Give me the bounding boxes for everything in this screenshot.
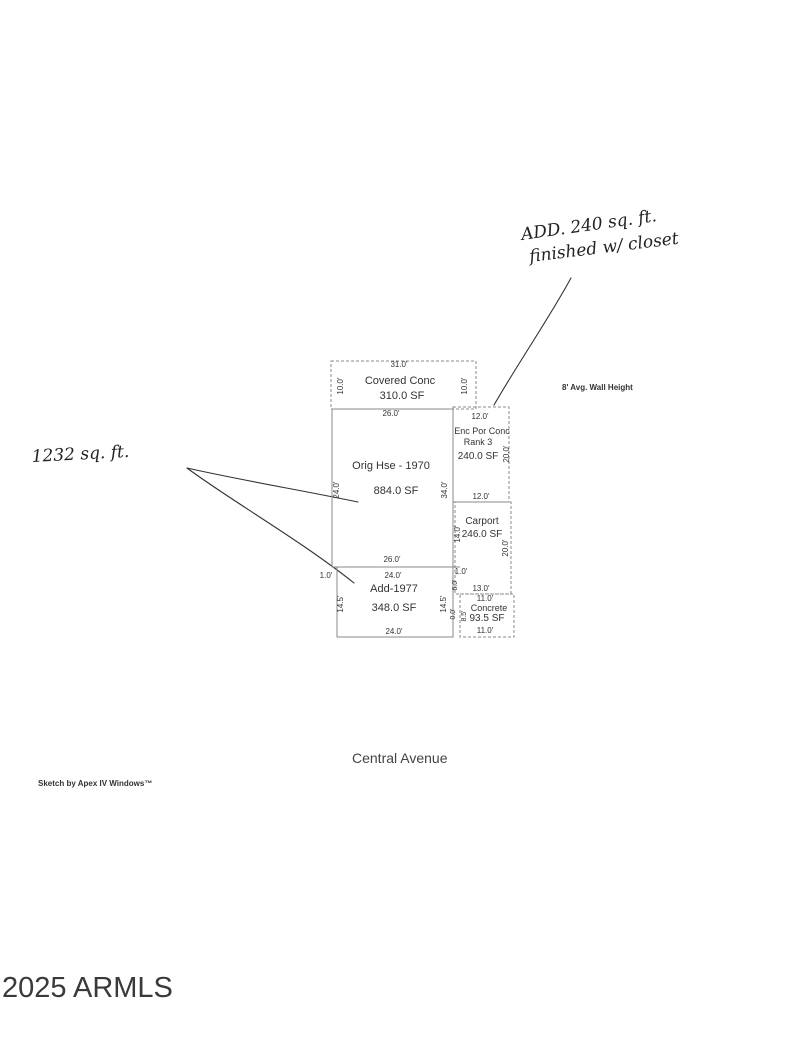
area-carport: Carport 246.0 SF 14.0' 20.0' 1.0' 13.0'	[453, 501, 512, 595]
orig-hse-name: Orig Hse - 1970	[352, 460, 430, 472]
carport-name: Carport	[465, 516, 499, 527]
add-1977-dim-left: 14.5'	[336, 595, 345, 613]
concrete-dim-top: 11.0'	[477, 594, 494, 603]
carport-dim-left: 14.0'	[453, 525, 462, 543]
covered-conc-dim-right: 10.0'	[460, 377, 469, 395]
orig-hse-dim-top: 26.0'	[382, 409, 400, 418]
covered-conc-dim-top: 31.0'	[390, 360, 408, 369]
covered-conc-area: 310.0 SF	[380, 390, 425, 402]
concrete-dim-small: 0.0'	[450, 608, 457, 619]
concrete-dim-side: 6.0'	[452, 579, 459, 590]
sketch-credit: Sketch by Apex IV Windows™	[38, 779, 153, 788]
add-1977-dim-top: 24.0'	[384, 571, 402, 580]
area-covered-conc: 31.0' 10.0' 10.0' Covered Conc 310.0 SF	[330, 360, 477, 410]
orig-hse-dim-bottom: 26.0'	[383, 555, 401, 564]
carport-dim-bottom: 13.0'	[472, 584, 490, 593]
area-orig-hse: 26.0' 24.0' 34.0' 26.0' Orig Hse - 1970 …	[331, 408, 454, 568]
concrete-area: 93.5 SF	[469, 613, 504, 624]
enc-por-area: 240.0 SF	[458, 451, 499, 462]
enc-por-rank: Rank 3	[464, 437, 493, 447]
concrete-dim-left: 8.5'	[461, 610, 468, 621]
add-1977-dim-offset: 1.0'	[320, 571, 333, 580]
add-1977-name: Add-1977	[370, 583, 418, 595]
orig-hse-dim-right: 34.0'	[440, 481, 449, 499]
total-area-note: 1232 sq. ft.	[31, 442, 130, 467]
enc-por-dim-top: 12.0'	[471, 412, 489, 421]
add-1977-area: 348.0 SF	[372, 602, 417, 614]
covered-conc-dim-left: 10.0'	[336, 377, 345, 395]
total-note-pointer-line-upper	[186, 467, 359, 503]
add-note-pointer-line	[493, 277, 572, 406]
orig-hse-area: 884.0 SF	[374, 485, 419, 497]
carport-area: 246.0 SF	[462, 529, 503, 540]
concrete-name: Concrete	[471, 603, 508, 613]
area-add-1977: 1.0' 24.0' Add-1977 348.0 SF 14.5' 14.5'…	[320, 566, 454, 638]
area-concrete: 11.0' Concrete 93.5 SF 11.0' 6.0' 0.0' 8…	[450, 566, 515, 638]
carport-dim-right: 20.0'	[501, 539, 510, 557]
add-1977-dim-bottom: 24.0'	[385, 627, 403, 636]
carport-dim-tick: 1.0'	[455, 567, 468, 576]
wall-height-note: 8' Avg. Wall Height	[562, 383, 633, 392]
concrete-dim-bottom: 11.0'	[477, 626, 494, 635]
enc-por-name: Enc Por Conc	[454, 426, 510, 436]
covered-conc-name: Covered Conc	[365, 375, 436, 387]
orig-hse-dim-left: 24.0'	[332, 481, 341, 499]
enc-por-dim-bottom: 12.0'	[472, 492, 490, 501]
add-1977-dim-right: 14.5'	[439, 595, 448, 613]
enc-por-dim-right: 20.0'	[502, 445, 511, 463]
copyright-watermark: 2025 ARMLS	[2, 972, 173, 1004]
road-label: Central Avenue	[352, 750, 448, 766]
area-enc-por: 12.0' Enc Por Conc Rank 3 240.0 SF 20.0'…	[452, 406, 511, 503]
